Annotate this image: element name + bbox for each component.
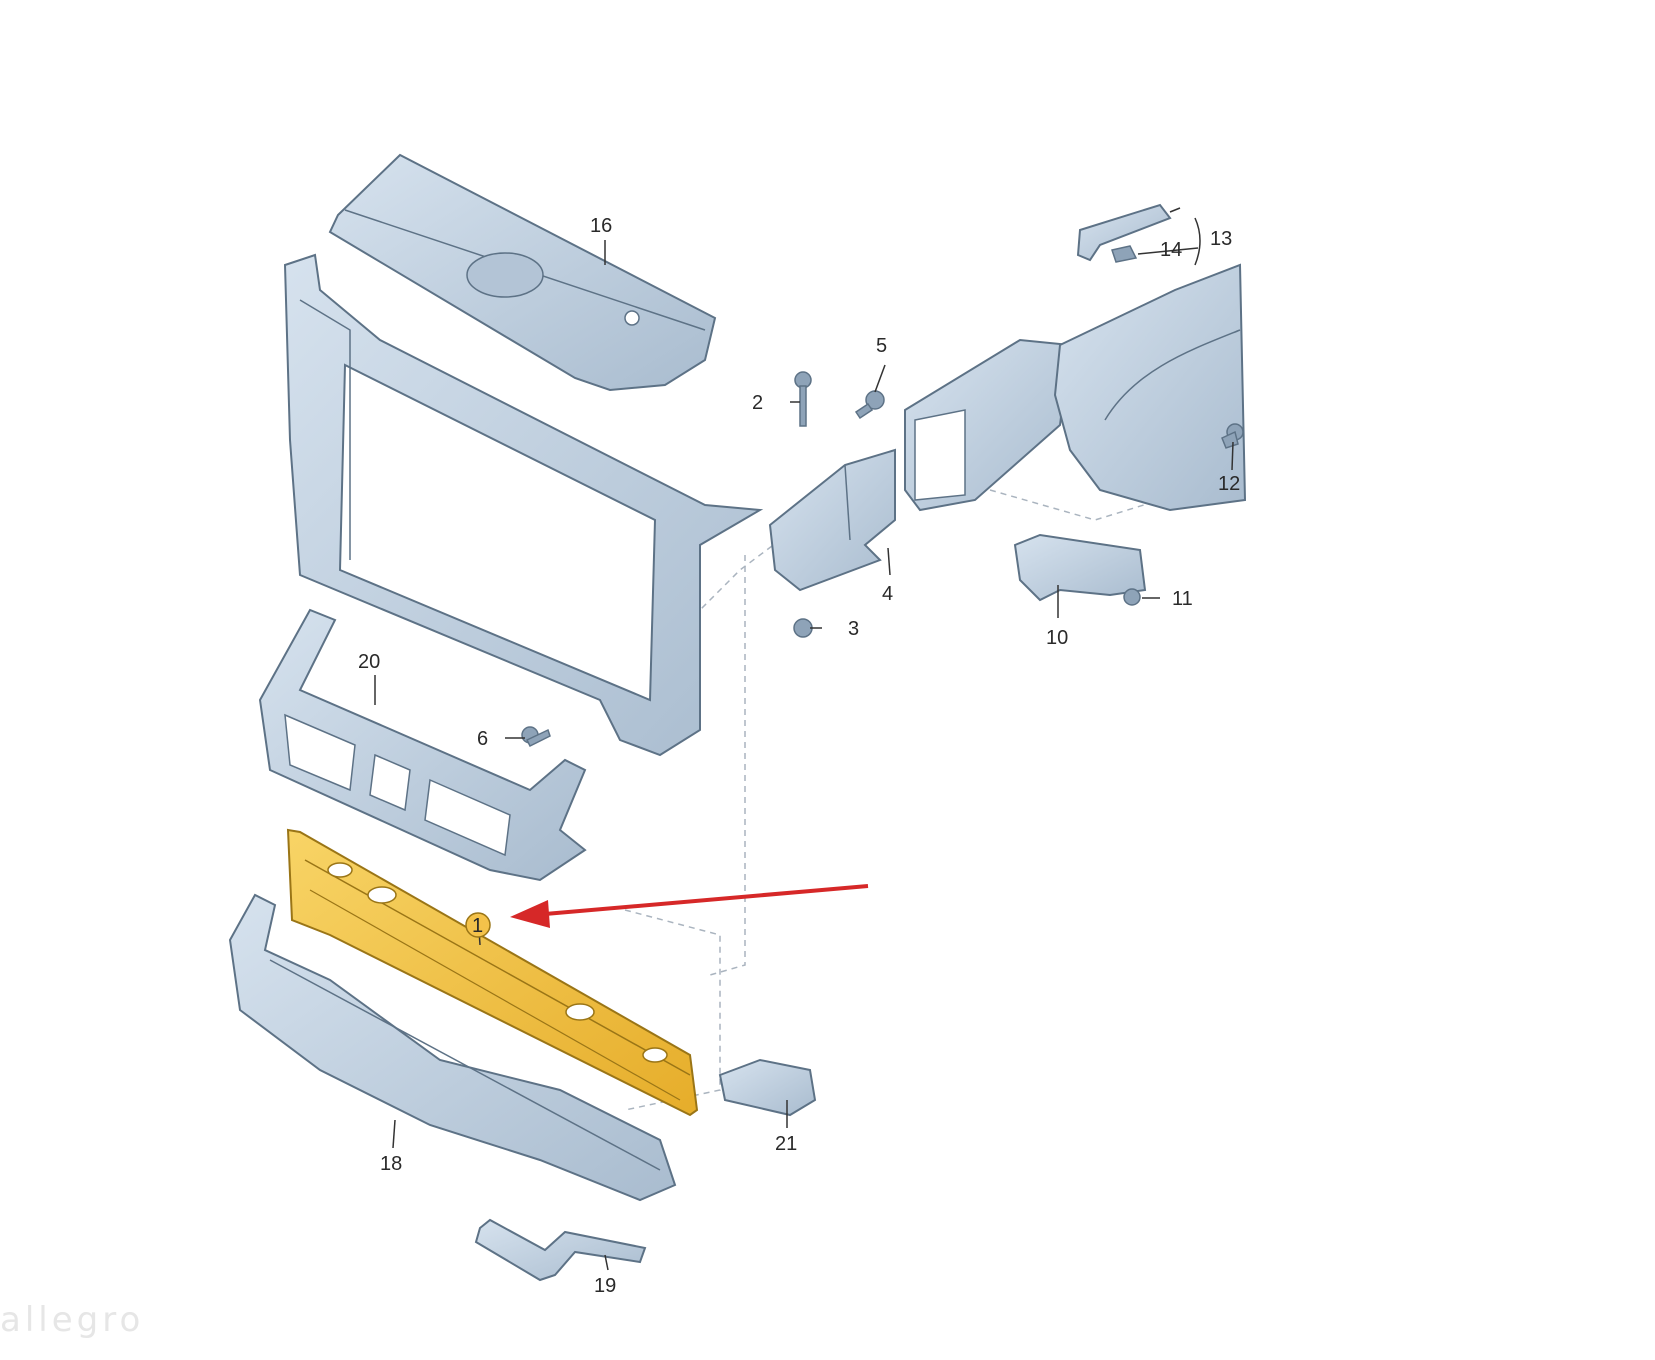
part-10-bracket <box>1013 533 1147 602</box>
part-1-label: 1 <box>472 915 483 937</box>
part-labels: 16 2 5 3 4 6 20 10 11 12 13 14 18 21 19 <box>358 215 1240 1297</box>
part-label-4: 4 <box>882 583 893 605</box>
part-label-18: 18 <box>380 1153 402 1175</box>
part-label-5: 5 <box>876 335 887 357</box>
part-13-bracket <box>1076 203 1172 262</box>
part-14-clip <box>1111 245 1138 263</box>
part-2-bolt <box>794 371 812 427</box>
longitudinal-member <box>904 338 1072 512</box>
part-label-3: 3 <box>848 618 859 640</box>
part-label-10: 10 <box>1046 627 1068 649</box>
part-label-13: 13 <box>1210 228 1232 250</box>
part-label-20: 20 <box>358 651 380 673</box>
part-4-crash-box <box>768 448 896 592</box>
part-3-nut <box>793 618 813 638</box>
part-19-bracket <box>474 1218 647 1282</box>
watermark: allegro <box>0 1300 145 1340</box>
part-20-air-guide <box>258 608 587 882</box>
part-12-screw <box>1221 423 1244 449</box>
part-1-bumper-reinforcement <box>286 828 699 1117</box>
part-label-14: 14 <box>1160 239 1182 261</box>
label-leaders <box>374 207 1234 1271</box>
part-5-screw <box>854 390 885 420</box>
wheel-housing <box>1053 263 1247 512</box>
lock-carrier-frame <box>283 253 764 757</box>
part-21-bracket <box>718 1058 817 1117</box>
part-label-19: 19 <box>594 1275 616 1297</box>
part-label-12: 12 <box>1218 473 1240 495</box>
fasteners <box>521 371 1244 748</box>
part-label-16: 16 <box>590 215 612 237</box>
part-1-marker: 1 <box>465 912 491 938</box>
part-16-upper-cover <box>328 153 717 392</box>
part-18-energy-absorber <box>228 893 677 1202</box>
part-label-11: 11 <box>1172 588 1193 610</box>
part-6-screw <box>521 726 551 748</box>
red-pointer-arrow <box>510 884 869 928</box>
part-label-2: 2 <box>752 392 763 414</box>
part-11-nut <box>1123 588 1141 606</box>
part-label-21: 21 <box>775 1133 797 1155</box>
part-label-6: 6 <box>477 728 488 750</box>
